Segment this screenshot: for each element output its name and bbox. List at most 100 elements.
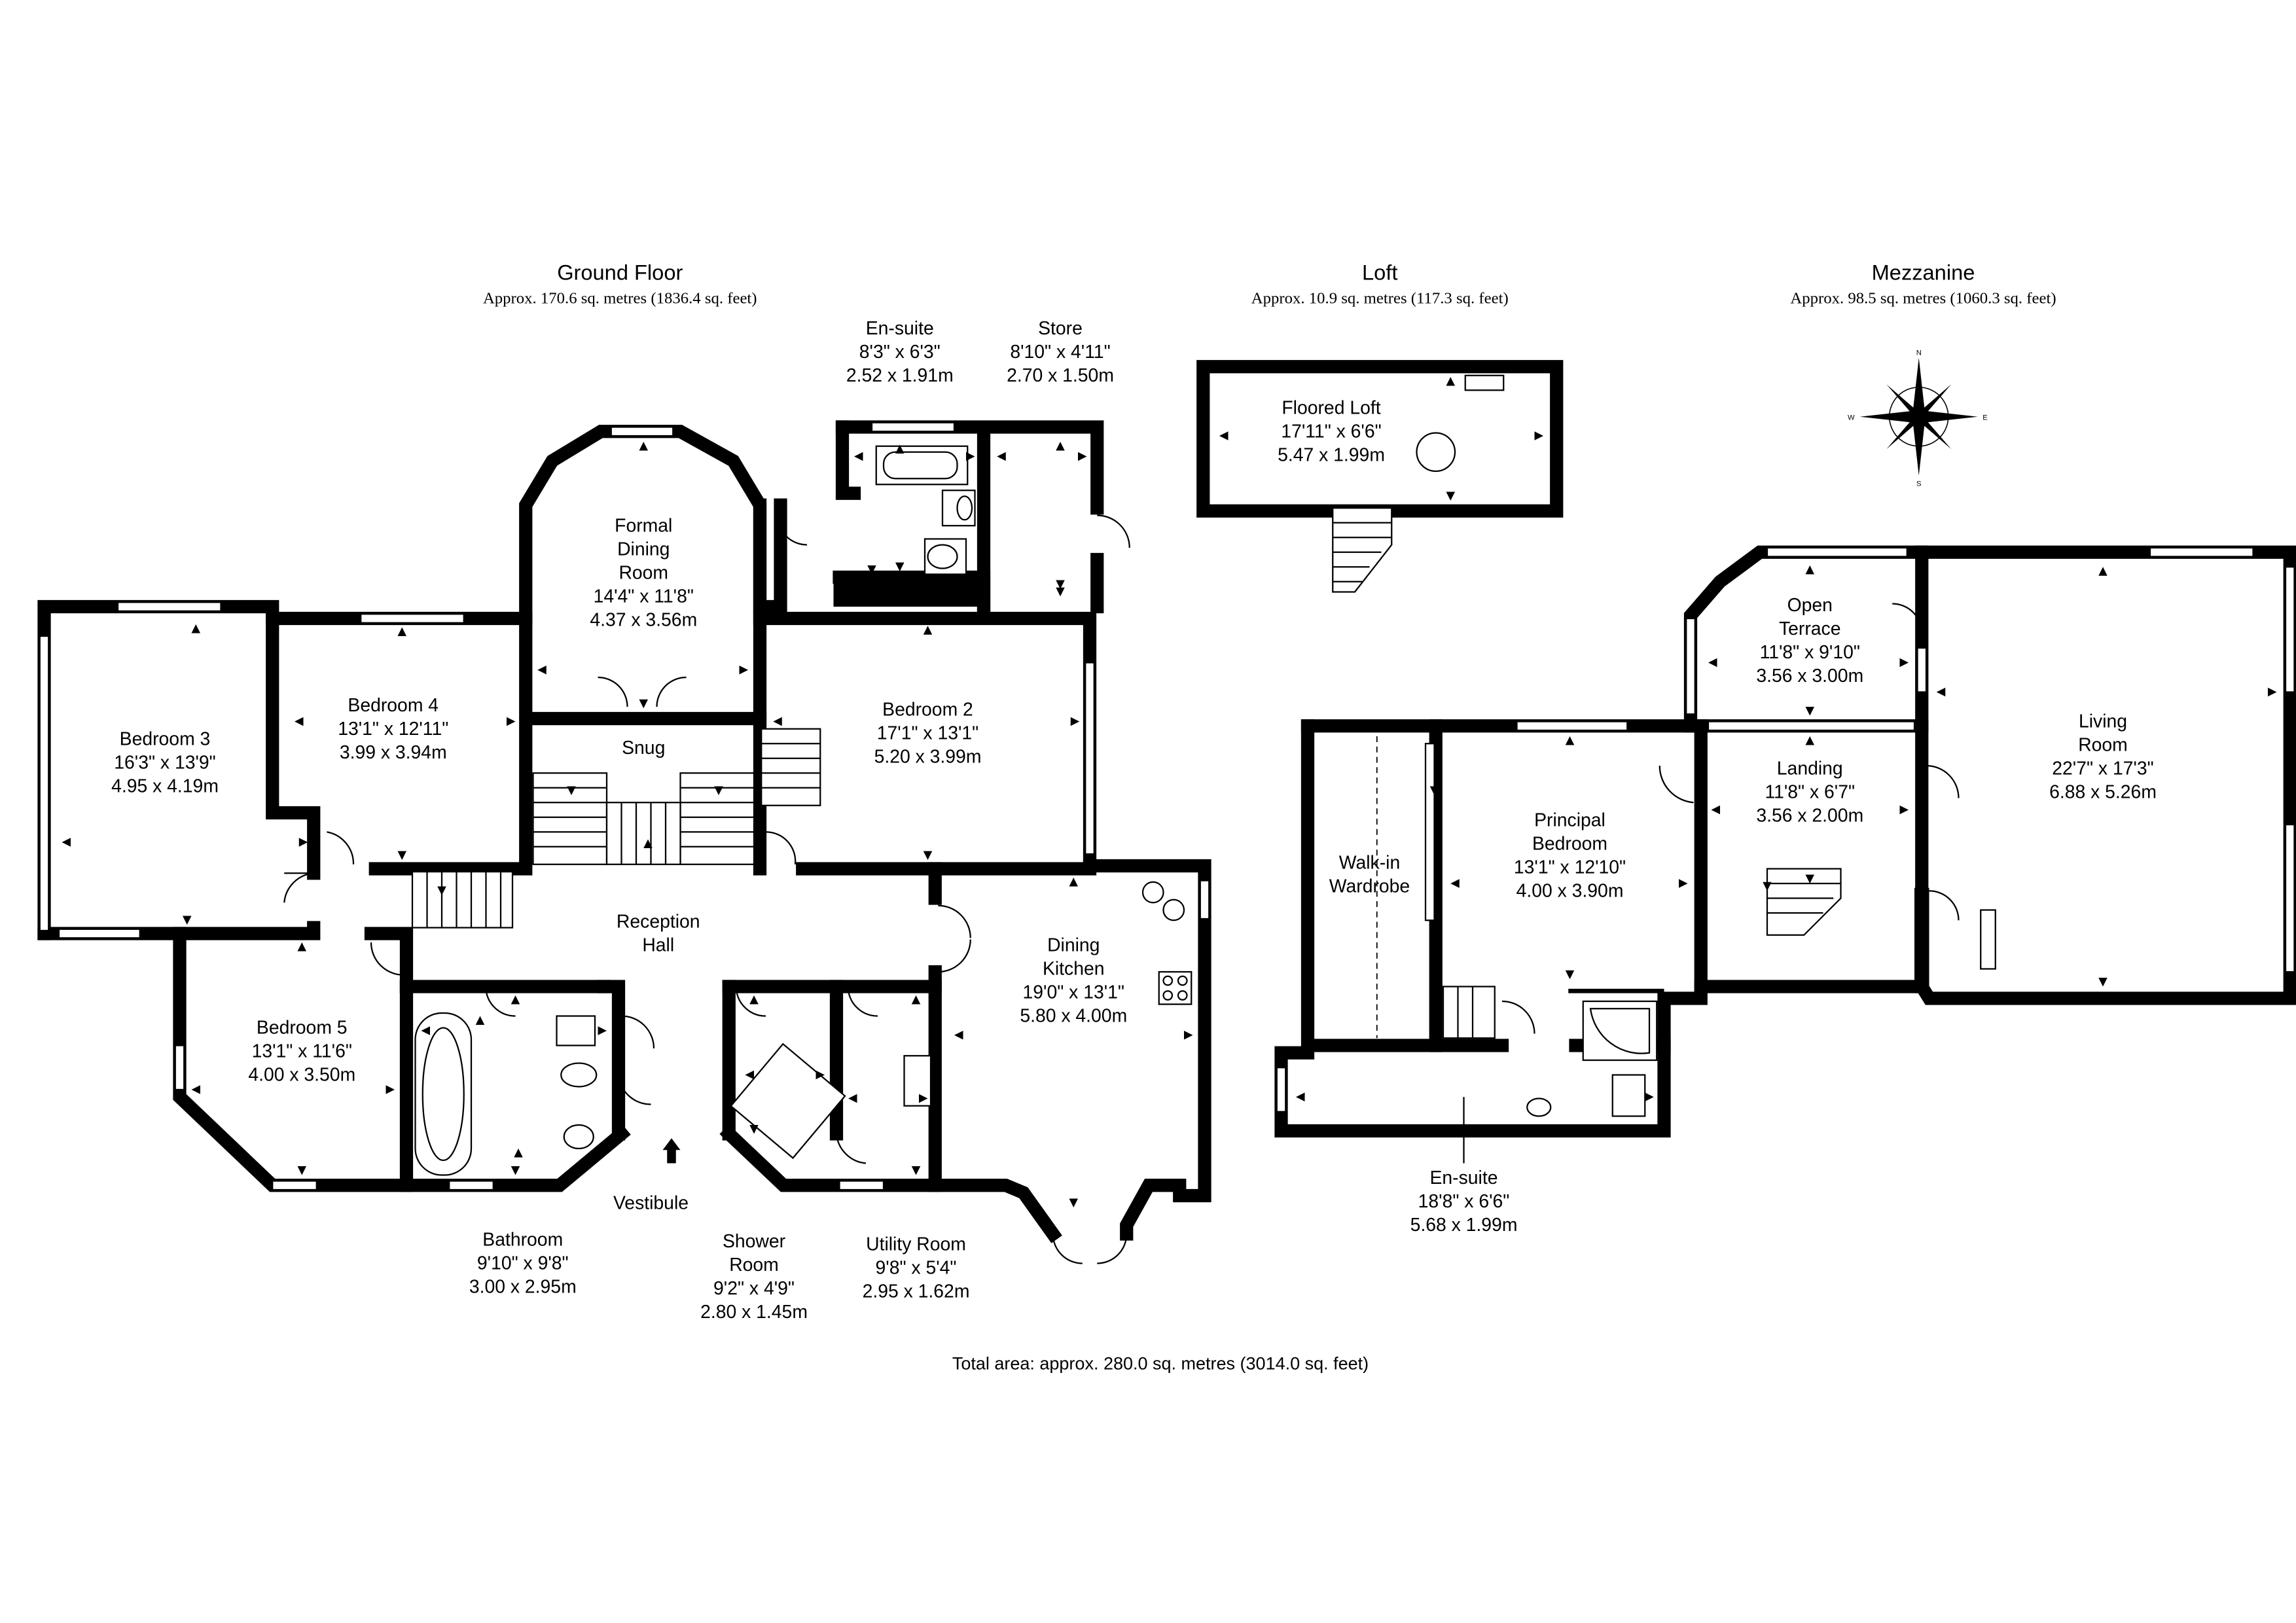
dimension-arrowhead-icon (1805, 874, 1814, 883)
svg-text:11'8" x 9'10": 11'8" x 9'10" (1760, 642, 1860, 663)
dimension-arrowhead-icon (298, 838, 308, 847)
svg-text:En-suite: En-suite (1430, 1168, 1498, 1188)
dimension-arrowhead-icon (923, 851, 933, 860)
dimension-arrowhead-icon (1446, 377, 1455, 386)
room-label-open-terrace: Open Terrace 11'8" x 9'10" 3.56 x 3.00m (1756, 595, 1863, 687)
svg-text:5.80 x 4.00m: 5.80 x 4.00m (1020, 1006, 1127, 1027)
svg-text:3.99 x 3.94m: 3.99 x 3.94m (340, 742, 447, 763)
dimension-arrowhead-icon (1805, 707, 1814, 716)
svg-text:Bathroom: Bathroom (482, 1230, 563, 1251)
dimension-arrowhead-icon (739, 666, 748, 675)
dimension-arrowhead-icon (773, 717, 782, 726)
dimension-arrowhead-icon (966, 452, 975, 461)
dimension-arrowhead-icon (421, 1026, 430, 1035)
dimension-arrowhead-icon (919, 1094, 928, 1103)
loft-plan (1196, 360, 1564, 593)
svg-text:Walk-in: Walk-in (1339, 853, 1400, 874)
room-label-store: Store 8'10" x 4'11" 2.70 x 1.50m (1007, 318, 1114, 386)
dimension-arrowhead-icon (848, 1094, 857, 1103)
svg-text:8'3" x 6'3": 8'3" x 6'3" (859, 342, 941, 363)
svg-text:19'0" x 13'1": 19'0" x 13'1" (1023, 982, 1124, 1003)
svg-text:3.56 x 2.00m: 3.56 x 2.00m (1756, 806, 1863, 827)
dimension-arrowhead-icon (191, 1085, 200, 1094)
dimension-arrowhead-icon (1565, 736, 1575, 745)
dimension-arrowhead-icon (895, 444, 905, 454)
svg-text:2.52 x 1.91m: 2.52 x 1.91m (846, 365, 954, 386)
svg-text:13'1" x 12'11": 13'1" x 12'11" (338, 719, 448, 740)
dimension-arrowhead-icon (514, 1149, 523, 1158)
dimension-arrowhead-icon (511, 995, 520, 1005)
svg-text:Kitchen: Kitchen (1043, 959, 1105, 980)
svg-text:Bedroom 3: Bedroom 3 (120, 729, 211, 750)
room-label-utility-room: Utility Room 9'8" x 5'4" 2.95 x 1.62m (863, 1234, 970, 1302)
dimension-arrowhead-icon (1069, 878, 1078, 887)
dimension-arrowhead-icon (397, 627, 406, 636)
dimension-arrowhead-icon (1899, 805, 1909, 815)
mezzanine-title: Mezzanine (1872, 260, 1975, 285)
svg-text:Landing: Landing (1777, 758, 1843, 779)
total-area: Total area: approx. 280.0 sq. metres (30… (952, 1354, 1369, 1374)
svg-text:9'10" x 9'8": 9'10" x 9'8" (477, 1253, 569, 1274)
mezzanine-area: Approx. 98.5 sq. metres (1060.3 sq. feet… (1790, 290, 2056, 308)
dimension-arrowhead-icon (397, 851, 406, 860)
dimension-arrowhead-icon (1805, 565, 1814, 575)
svg-text:6.88 x 5.26m: 6.88 x 5.26m (2049, 782, 2157, 803)
dimension-arrowhead-icon (475, 1016, 485, 1025)
svg-text:8'10" x 4'11": 8'10" x 4'11" (1010, 342, 1110, 363)
dimension-arrowhead-icon (954, 1031, 963, 1040)
svg-text:Utility Room: Utility Room (866, 1234, 966, 1255)
dimension-arrowhead-icon (639, 442, 648, 451)
compass-n: N (1916, 349, 1922, 357)
dimension-arrowhead-icon (867, 565, 876, 575)
dimension-arrowhead-icon (714, 786, 723, 795)
svg-text:14'4" x 11'8": 14'4" x 11'8" (594, 586, 694, 607)
svg-text:11'8" x 6'7": 11'8" x 6'7" (1765, 782, 1855, 803)
dimension-arrowhead-icon (2098, 567, 2108, 576)
svg-text:Formal: Formal (615, 515, 672, 536)
dimension-arrowhead-icon (1899, 658, 1909, 668)
svg-text:Room: Room (2078, 735, 2128, 756)
svg-text:18'8" x 6'6": 18'8" x 6'6" (1418, 1191, 1510, 1212)
room-label-bedroom2: Bedroom 2 17'1" x 13'1" 5.20 x 3.99m (874, 700, 982, 768)
room-label-formal-dining: Formal Dining Room 14'4" x 11'8" 4.37 x … (590, 515, 697, 630)
room-label-walkin-wardrobe: Walk-in Wardrobe (1329, 853, 1410, 897)
svg-text:17'1" x 13'1": 17'1" x 13'1" (877, 723, 978, 744)
svg-text:Terrace: Terrace (1779, 618, 1841, 639)
room-label-bathroom: Bathroom 9'10" x 9'8" 3.00 x 2.95m (469, 1230, 577, 1298)
dimension-arrowhead-icon (745, 1070, 754, 1080)
ground-floor-area: Approx. 170.6 sq. metres (1836.4 sq. fee… (483, 290, 757, 308)
dimension-arrowhead-icon (1936, 687, 1946, 697)
dimension-arrowhead-icon (191, 624, 200, 633)
dimension-arrowhead-icon (511, 1166, 520, 1175)
dimension-arrowhead-icon (1219, 431, 1229, 440)
svg-text:Room: Room (619, 562, 668, 583)
dimension-arrowhead-icon (1805, 736, 1814, 745)
compass-rose-icon: N S E W (1848, 349, 1988, 488)
svg-text:9'2" x 4'9": 9'2" x 4'9" (713, 1278, 795, 1299)
room-label-shower-room: Shower Room 9'2" x 4'9" 2.80 x 1.45m (700, 1231, 808, 1323)
dimension-arrowhead-icon (1679, 879, 1688, 888)
loft-title: Loft (1362, 260, 1397, 285)
svg-text:Open: Open (1787, 595, 1833, 616)
dimension-arrowhead-icon (2268, 687, 2277, 697)
dimension-arrowhead-icon (1763, 882, 1772, 891)
room-label-floored-loft: Floored Loft 17'11" x 6'6" 5.47 x 1.99m (1278, 397, 1385, 465)
svg-text:Bedroom 4: Bedroom 4 (348, 695, 439, 716)
svg-text:Dining: Dining (1047, 935, 1100, 956)
dimension-arrowhead-icon (1429, 786, 1439, 795)
svg-text:4.00 x 3.90m: 4.00 x 3.90m (1516, 880, 1624, 901)
svg-text:16'3" x 13'9": 16'3" x 13'9" (114, 753, 215, 774)
room-label-bedroom3: Bedroom 3 16'3" x 13'9" 4.95 x 4.19m (111, 729, 219, 797)
svg-text:Room: Room (729, 1255, 779, 1275)
dimension-arrowhead-icon (1056, 442, 1065, 451)
loft-area: Approx. 10.9 sq. metres (117.3 sq. feet) (1251, 290, 1509, 308)
dimension-arrowhead-icon (997, 452, 1006, 461)
svg-text:4.95 x 4.19m: 4.95 x 4.19m (111, 776, 219, 797)
dimension-arrowhead-icon (1078, 452, 1087, 461)
room-label-principal-bedroom: Principal Bedroom 13'1" x 12'10" 4.00 x … (1514, 810, 1626, 901)
dimension-arrowhead-icon (923, 626, 933, 635)
svg-text:4.37 x 3.56m: 4.37 x 3.56m (590, 609, 697, 630)
svg-text:Dining: Dining (617, 539, 670, 560)
dimension-arrowhead-icon (297, 1166, 306, 1175)
svg-text:4.00 x 3.50m: 4.00 x 3.50m (248, 1065, 355, 1086)
